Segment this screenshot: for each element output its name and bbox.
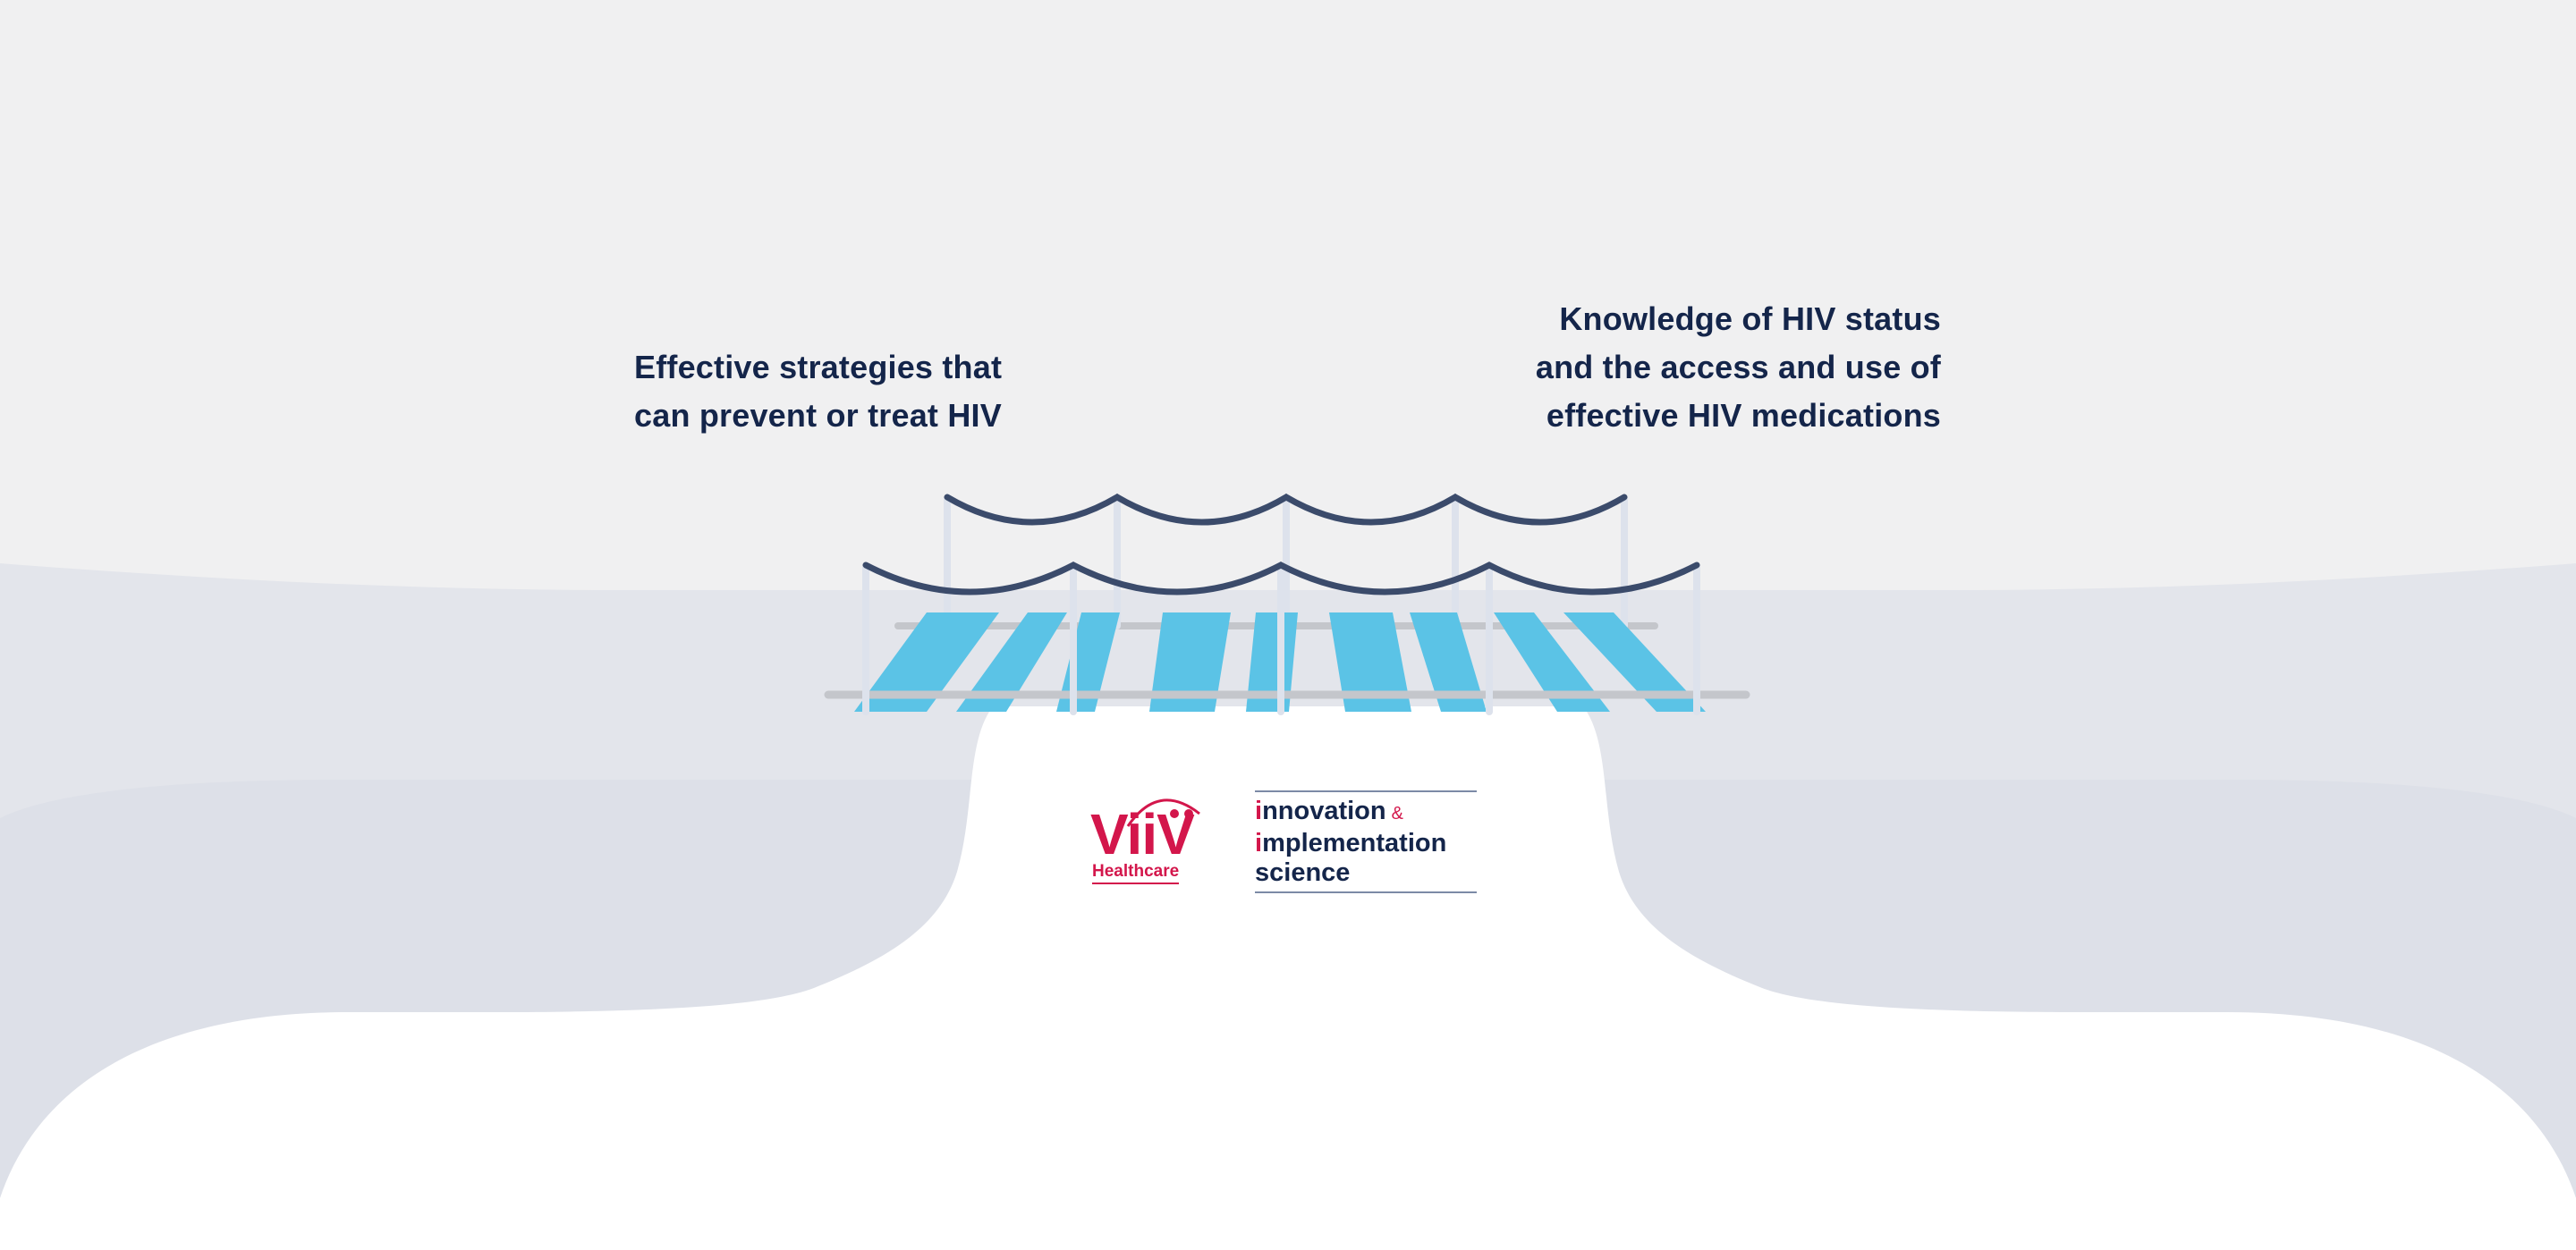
iis-line-2-rest: mplementation (1262, 829, 1447, 857)
back-rope (944, 493, 1628, 526)
caption-left: Effective strategies that can prevent or… (634, 343, 1002, 440)
caption-right-line-3: effective HIV medications (1546, 397, 1941, 434)
iis-line-1: innovation& (1255, 797, 1477, 829)
viiv-healthcare-logo: ViiV Healthcare (1087, 787, 1212, 890)
front-rope (862, 562, 1700, 595)
iis-line-2: implementation (1255, 829, 1477, 858)
ground (0, 706, 2576, 1250)
front-posts (862, 563, 1700, 715)
logo-area: ViiV Healthcare innovation& implementati… (1087, 787, 1480, 894)
iis-line-1-rest: nnovation (1262, 797, 1386, 825)
innovation-implementation-science-logo: innovation& implementation science (1255, 790, 1477, 893)
viiv-wordmark: ViiV (1090, 802, 1195, 866)
iis-line-3: science (1255, 858, 1351, 887)
viiv-arc-icon (1126, 798, 1200, 827)
iis-line-2-initial: i (1255, 829, 1263, 857)
bridge-planks (854, 612, 1706, 712)
caption-left-line-1: Effective strategies that (634, 349, 1003, 385)
caption-right-line-1: Knowledge of HIV status (1559, 300, 1941, 337)
iis-line-1-initial: i (1255, 797, 1263, 825)
back-posts (944, 495, 1628, 629)
caption-left-line-2: can prevent or treat HIV (634, 397, 1002, 434)
iis-ampersand: & (1391, 804, 1403, 823)
caption-right: Knowledge of HIV status and the access a… (1536, 295, 1941, 440)
caption-right-line-2: and the access and use of (1535, 349, 1941, 385)
viiv-subtitle: Healthcare (1092, 862, 1180, 884)
